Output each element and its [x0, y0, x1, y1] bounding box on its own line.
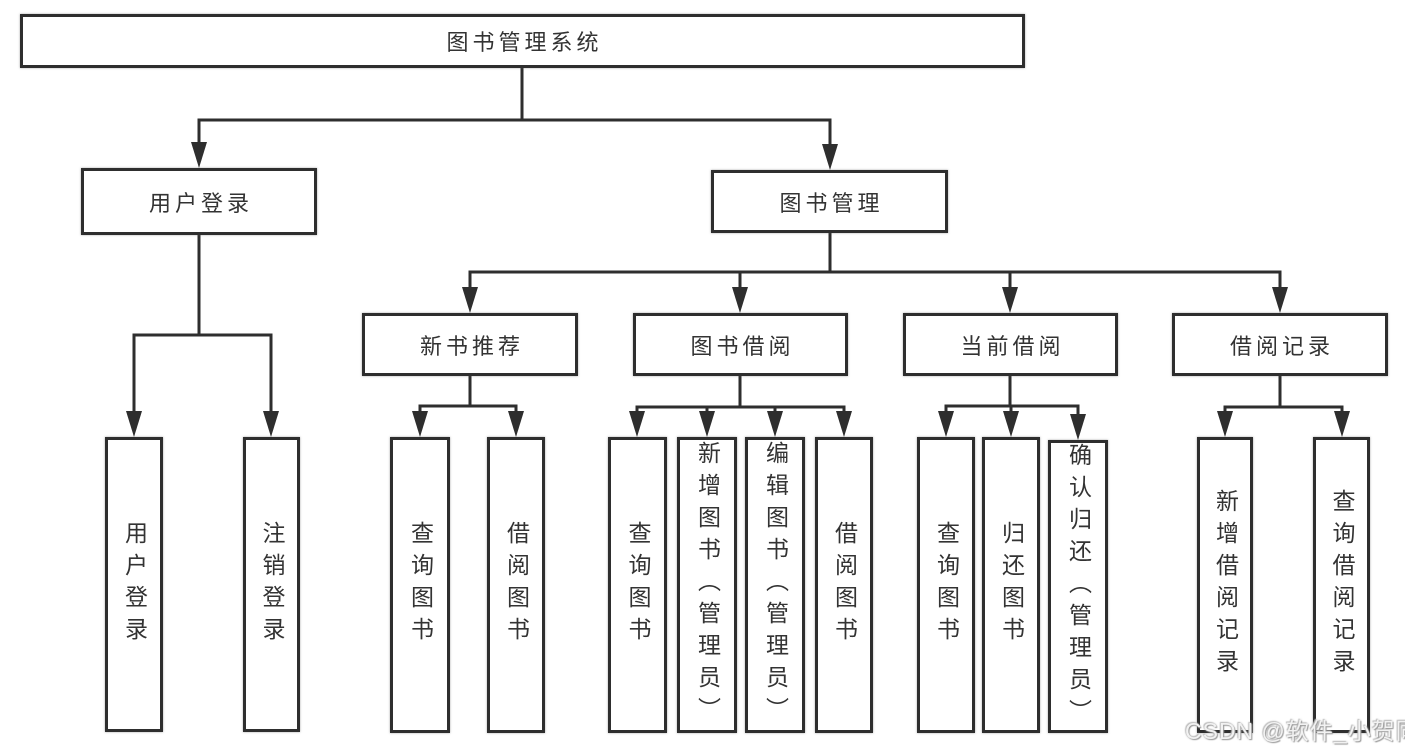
leaf-logout: 注销登录 [243, 437, 300, 732]
node-book-management: 图书管理 [711, 170, 948, 233]
node-new-book-recommendation: 新书推荐 [362, 313, 578, 376]
leaf-borrow-books: 借阅图书 [815, 437, 873, 733]
leaf-query-books-borrow: 查询图书 [608, 437, 667, 733]
node-user-login: 用户登录 [81, 168, 317, 235]
leaf-edit-books-admin: 编辑图书（管理员） [745, 437, 805, 733]
node-label: 确认归还（管理员） [1065, 443, 1092, 731]
leaf-add-books-admin: 新增图书（管理员） [677, 437, 737, 733]
node-label: 查询借阅记录 [1329, 489, 1355, 681]
leaf-query-borrow-record: 查询借阅记录 [1313, 437, 1370, 733]
node-label: 借阅记录 [1229, 333, 1334, 359]
node-book-borrowing: 图书借阅 [633, 313, 848, 376]
leaf-add-borrow-record: 新增借阅记录 [1197, 437, 1253, 733]
leaf-query-books-current: 查询图书 [917, 437, 975, 733]
node-library-management-system: 图书管理系统 [20, 14, 1025, 68]
node-label: 新增图书（管理员） [694, 441, 721, 729]
leaf-borrow-books-recommend: 借阅图书 [487, 437, 545, 733]
node-label: 新书推荐 [419, 333, 524, 359]
leaf-return-books: 归还图书 [982, 437, 1040, 733]
node-label: 编辑图书（管理员） [762, 441, 789, 729]
node-label: 借阅图书 [503, 521, 530, 649]
node-label: 归还图书 [998, 521, 1025, 649]
watermark: CSDN @软件_小贺同学 [1185, 718, 1405, 744]
node-label: 查询图书 [933, 521, 960, 649]
node-label: 当前借阅 [960, 333, 1065, 359]
node-label: 用户登录 [148, 190, 253, 216]
node-label: 查询图书 [625, 521, 651, 649]
node-label: 图书管理 [779, 190, 884, 216]
node-current-borrowing: 当前借阅 [903, 313, 1118, 376]
node-label: 注销登录 [259, 520, 285, 649]
leaf-confirm-return-admin: 确认归还（管理员） [1048, 440, 1108, 733]
node-label: 用户登录 [121, 520, 148, 649]
node-label: 借阅图书 [831, 521, 858, 649]
node-label: 图书管理系统 [446, 30, 603, 55]
leaf-query-books-recommend: 查询图书 [390, 437, 450, 733]
leaf-user-login: 用户登录 [105, 437, 163, 732]
node-label: 查询图书 [407, 521, 434, 649]
node-borrowing-records: 借阅记录 [1172, 313, 1388, 376]
node-label: 新增借阅记录 [1212, 489, 1239, 681]
node-label: 图书借阅 [690, 333, 795, 359]
